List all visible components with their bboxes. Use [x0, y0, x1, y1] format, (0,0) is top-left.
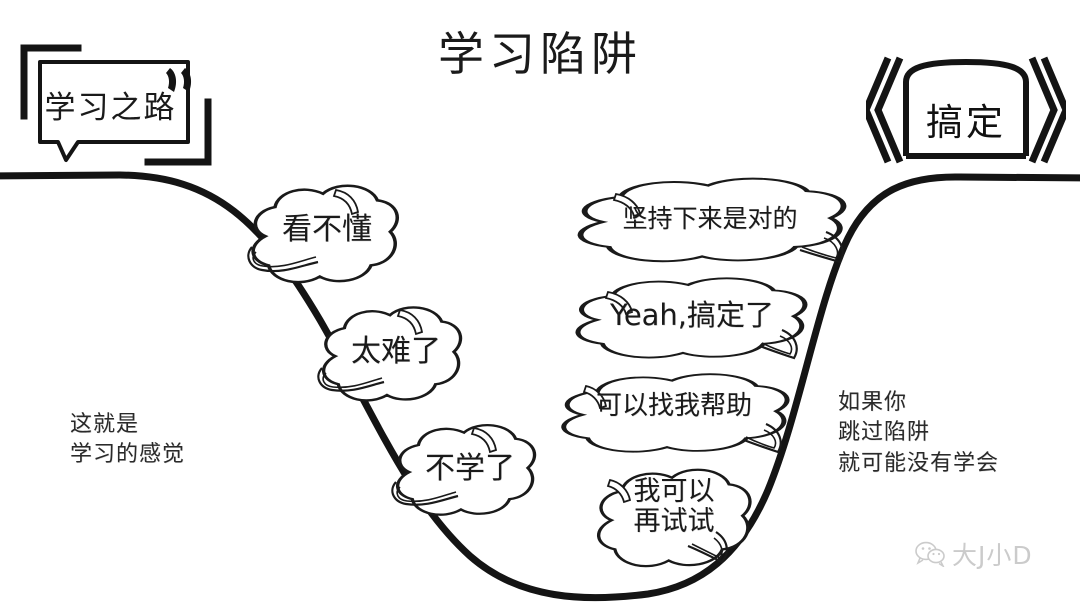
bubble-left-3-text: 不学了	[425, 451, 515, 486]
bubble-right-2-text: Yeah,搞定了	[609, 298, 775, 332]
curve-path	[0, 171, 1080, 602]
bubble-left-2	[317, 305, 463, 403]
right-label-badge: 搞定	[862, 56, 1070, 164]
right-label-frame-icon	[862, 56, 1070, 164]
bubble-left-1	[247, 183, 400, 284]
left-label-badge: 学习之路	[18, 44, 213, 166]
caption-left: 这就是 学习的感觉	[70, 412, 186, 468]
page-title: 学习陷阱	[438, 27, 642, 81]
bubble-right-4-text: 我可以 再试试	[633, 476, 715, 538]
left-label-frame-icon	[20, 44, 212, 166]
bubble-left-1-text: 看不懂	[282, 212, 372, 247]
bubble-right-1-text: 坚持下来是对的	[622, 204, 798, 233]
bubble-right-3-text: 可以找我帮助	[595, 391, 752, 421]
bubble-right-4	[596, 468, 752, 568]
bubble-right-1	[581, 179, 844, 262]
right-label-text: 搞定	[926, 101, 1006, 144]
bubble-right-2	[578, 278, 805, 358]
wechat-icon	[915, 541, 945, 567]
bubble-left-3	[391, 423, 537, 517]
left-label-text: 学习之路	[44, 90, 177, 126]
watermark-text: 大J小D	[952, 541, 1033, 570]
quotation-mark-icon	[166, 68, 192, 92]
caption-right: 如果你 跳过陷阱 就可能没有学会	[838, 390, 1000, 476]
watermark: 大J小D	[915, 536, 1033, 572]
bubble-right-3	[564, 374, 787, 452]
bubble-left-2-text: 太难了	[351, 334, 441, 369]
